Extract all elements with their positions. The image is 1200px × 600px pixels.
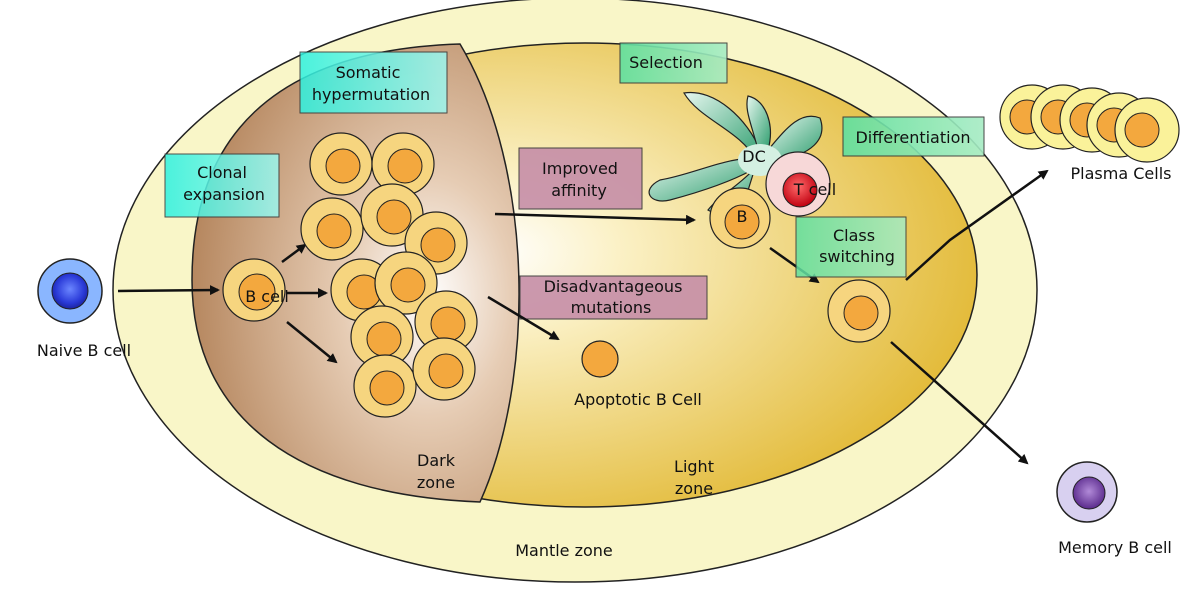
improved-affinity-box — [518, 147, 643, 210]
improved-affinity-label-1: Improved — [542, 159, 618, 178]
clonal-expansion-box — [164, 153, 280, 218]
apoptotic-b-cell-label: Apoptotic B Cell — [574, 390, 702, 409]
memory-b-cell-label: Memory B cell — [1058, 538, 1172, 557]
dark-zone-label-1: Dark — [417, 451, 456, 470]
clonal-cells — [300, 132, 478, 418]
dc-label: DC — [742, 147, 766, 166]
selection-box — [619, 42, 728, 84]
class-switching-label-2: switching — [819, 247, 895, 266]
arrow-to-apoptosis — [487, 295, 560, 341]
clonal-cell — [374, 251, 438, 315]
class-switching-label-1: Class — [833, 226, 875, 245]
selected-b-label: B — [737, 207, 748, 226]
arrow-expand-up — [281, 243, 307, 264]
naive-b-cell — [37, 258, 103, 324]
plasma-cells-label: Plasma Cells — [1071, 164, 1172, 183]
t-cell — [765, 151, 831, 217]
somatic-hypermutation-label-2: hypermutation — [312, 85, 430, 104]
arrow-naive-to-b — [117, 285, 220, 296]
selected-b-cell — [709, 187, 771, 249]
class-switching-box — [795, 216, 907, 278]
clonal-cell — [412, 337, 476, 401]
clonal-expansion-label-1: Clonal — [197, 163, 247, 182]
clonal-cell — [414, 290, 478, 354]
plasma-cell — [1114, 97, 1180, 163]
mantle-zone-label: Mantle zone — [515, 541, 613, 560]
disadvantageous-mutations-label-2: mutations — [571, 298, 652, 317]
arrow-to-plasma-cells — [905, 169, 1049, 281]
clonal-cell — [309, 132, 373, 196]
clonal-cell — [350, 305, 414, 369]
improved-affinity-label-2: affinity — [551, 181, 607, 200]
t-cell-label: T cell — [793, 180, 836, 199]
memory-b-cell — [1056, 461, 1118, 523]
dark-zone-label-2: zone — [417, 473, 455, 492]
b-cell — [222, 258, 286, 322]
light-zone-label-1: Light — [674, 457, 714, 476]
differentiation-label: Differentiation — [855, 128, 970, 147]
arrow-to-selection — [494, 212, 696, 225]
arrow-to-memory-cell — [890, 341, 1029, 465]
selection-label: Selection — [629, 53, 703, 72]
plasma-cells — [999, 84, 1180, 163]
apoptotic-b-cell — [581, 340, 619, 378]
clonal-cell — [371, 132, 435, 196]
somatic-hypermutation-label-1: Somatic — [336, 63, 401, 82]
clonal-expansion-label-2: expansion — [183, 185, 265, 204]
light-zone-label-2: zone — [675, 479, 713, 498]
b-cell-label: B cell — [245, 287, 289, 306]
disadvantageous-mutations-box — [519, 275, 708, 320]
differentiating-b-cell — [827, 279, 891, 343]
naive-b-cell-label: Naive B cell — [37, 341, 131, 360]
clonal-cell — [300, 197, 364, 261]
arrow-expand-down — [286, 321, 338, 364]
clonal-cell — [353, 354, 417, 418]
somatic-hypermutation-box — [299, 51, 448, 114]
differentiation-box — [842, 116, 985, 157]
disadvantageous-mutations-label-1: Disadvantageous — [544, 277, 683, 296]
